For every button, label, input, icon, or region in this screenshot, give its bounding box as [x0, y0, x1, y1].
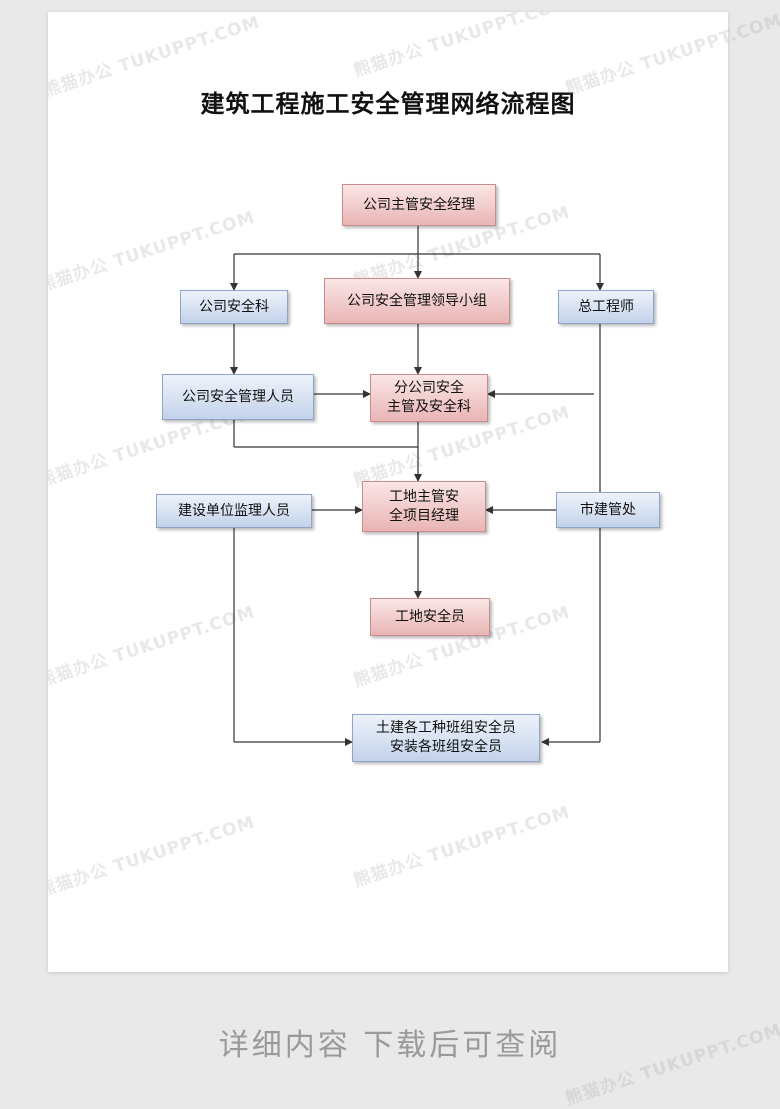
node-city-office: 市建管处 [556, 492, 660, 528]
node-site-manager-line-2: 全项目经理 [389, 507, 459, 524]
document-page: 熊猫办公 TUKUPPT.COM 熊猫办公 TUKUPPT.COM 熊猫办公 T… [48, 12, 728, 972]
node-teams: 土建各工种班组安全员 安装各班组安全员 [352, 714, 540, 762]
node-teams-line-2: 安装各班组安全员 [390, 739, 502, 755]
node-site-safety: 工地安全员 [370, 598, 490, 636]
node-dept: 公司安全科 [180, 290, 288, 324]
node-branch-line-1: 分公司安全 [394, 380, 464, 396]
node-supervisor: 建设单位监理人员 [156, 494, 312, 528]
node-teams-line-1: 土建各工种班组安全员 [376, 720, 516, 736]
node-site-manager-line-1: 工地主管安 [389, 488, 459, 505]
node-branch: 分公司安全 主管及安全科 [370, 374, 488, 422]
footer-caption: 详细内容 下载后可查阅 [218, 1028, 562, 1063]
diagram-title: 建筑工程施工安全管理网络流程图 [200, 90, 576, 118]
node-staff: 公司安全管理人员 [162, 374, 314, 420]
node-ceo: 公司主管安全经理 [342, 184, 496, 226]
node-leadership: 公司安全管理领导小组 [324, 278, 510, 324]
node-branch-line-2: 主管及安全科 [387, 399, 471, 415]
node-chief-engineer: 总工程师 [558, 290, 654, 324]
connector-lines [230, 226, 604, 746]
node-site-manager: 工地主管安 全项目经理 [362, 481, 486, 532]
